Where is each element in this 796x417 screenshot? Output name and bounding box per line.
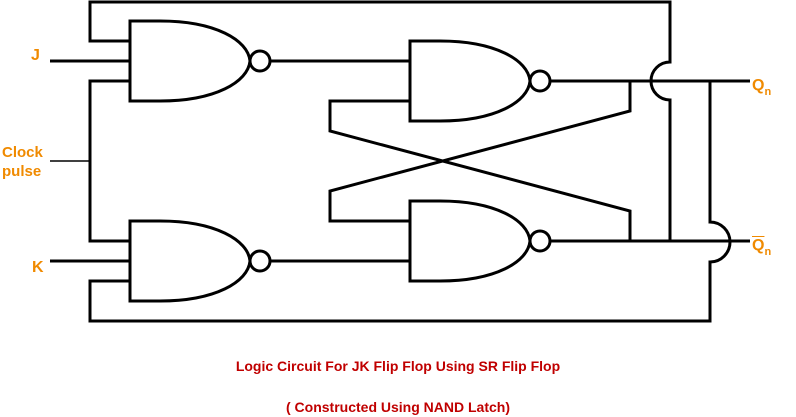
clock-pulse-label: Clock pulse: [2, 143, 43, 181]
nand-gate-latch-top: [408, 39, 552, 123]
nand-gate-j: [128, 19, 272, 103]
caption-title: Logic Circuit For JK Flip Flop Using SR …: [235, 358, 561, 374]
q-letter: Q: [752, 77, 765, 94]
input-k-label: K: [32, 259, 44, 276]
qbar-letter: Q: [752, 237, 765, 254]
output-q-label: Qn: [752, 76, 771, 102]
clock-label-line1: Clock: [2, 144, 43, 161]
q-subscript: n: [764, 86, 772, 98]
qbar-subscript: n: [764, 246, 772, 258]
wires: [50, 0, 750, 323]
input-j-label: J: [31, 47, 40, 64]
nand-gate-latch-bottom: [408, 199, 552, 283]
nand-gate-k: [128, 219, 272, 303]
clock-label-line2: pulse: [2, 163, 42, 180]
output-qbar-label: Qn: [752, 236, 771, 262]
caption-subtitle: ( Constructed Using NAND Latch): [286, 399, 510, 415]
